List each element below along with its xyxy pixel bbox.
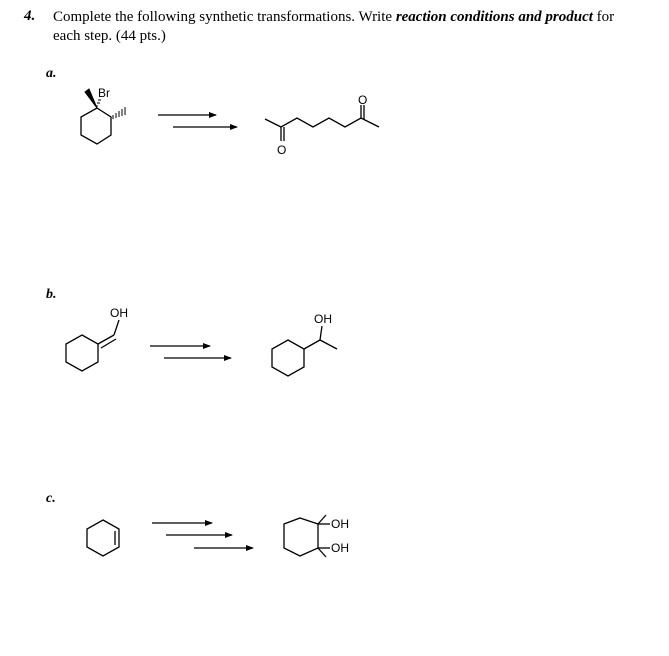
prompt-line1-emphasis: reaction conditions and product xyxy=(395,9,593,25)
oh-bond xyxy=(113,319,120,336)
cyclohexane-ring xyxy=(283,517,319,557)
diol-hydroxyl-bottom: OH xyxy=(331,541,349,555)
part-c-product xyxy=(283,514,330,558)
ketone-oxygen-right: O xyxy=(358,93,367,107)
methyl-bond-bottom xyxy=(317,547,327,558)
question-prompt: Complete the following synthetic transfo… xyxy=(53,8,665,46)
prompt-line1-pre: Complete the following synthetic transfo… xyxy=(53,9,396,25)
part-a-label: a. xyxy=(46,66,57,81)
enol-hydroxyl-label: OH xyxy=(110,306,128,320)
ring-to-carbinol-bond xyxy=(303,339,321,350)
carbon-chain xyxy=(264,117,380,128)
part-c-label: c. xyxy=(46,491,56,506)
part-a-product xyxy=(264,105,380,141)
prompt-line2: each step. (44 pts.) xyxy=(53,28,166,44)
diol-hydroxyl-top: OH xyxy=(331,517,349,531)
prompt-line1-post: for xyxy=(592,9,615,25)
oh-bond xyxy=(319,325,323,341)
part-b-starting-material xyxy=(65,319,120,372)
hashed-bond-br xyxy=(96,99,101,107)
cyclohexane-ring xyxy=(65,334,99,372)
exocyclic-double-bond-1 xyxy=(97,334,115,345)
part-c-starting-material xyxy=(86,519,120,557)
cyclohexene-ring xyxy=(86,519,120,557)
methyl-bond xyxy=(319,339,338,350)
bromine-label: Br xyxy=(98,86,110,100)
part-b-label: b. xyxy=(46,287,57,302)
alcohol-hydroxyl-label: OH xyxy=(314,312,332,326)
exocyclic-double-bond-2 xyxy=(100,338,117,349)
wedge-bond-methyl xyxy=(84,88,98,109)
hashed-bond-methyl xyxy=(112,107,126,119)
part-a-starting-material xyxy=(80,88,126,145)
cyclohexane-ring xyxy=(271,339,305,377)
question-number: 4. xyxy=(24,8,36,24)
ketone-oxygen-left: O xyxy=(277,143,286,157)
methyl-bond-top xyxy=(317,514,327,525)
cyclohexane-ring xyxy=(80,107,112,145)
part-b-product xyxy=(271,325,338,377)
